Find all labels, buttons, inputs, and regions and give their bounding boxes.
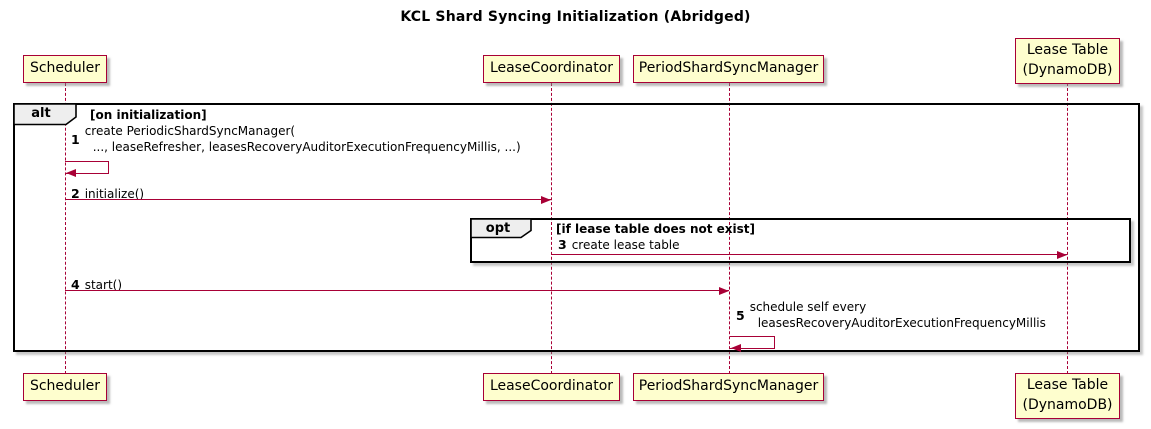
participant-lease-table-bottom: Lease Table (DynamoDB): [1015, 373, 1120, 419]
participant-label: PeriodShardSyncManager: [638, 378, 819, 395]
message-3-arrowhead: [1057, 250, 1067, 259]
message-3-number: 3: [558, 237, 567, 252]
opt-condition-label: [if lease table does not exist]: [556, 222, 756, 236]
participant-label-line1: Lease Table: [1026, 377, 1109, 394]
lifeline-scheduler: [65, 83, 66, 374]
message-2-line: [65, 199, 551, 200]
message-4-arrowhead: [719, 286, 729, 295]
message-2-label: 2 initialize(): [71, 186, 144, 201]
message-5-arrowhead: [731, 343, 741, 352]
message-2-arrowhead: [541, 195, 551, 204]
message-1-self-arrow: [65, 161, 109, 174]
message-5-text-line1: schedule self every: [749, 300, 867, 314]
participant-label: LeaseCoordinator: [489, 60, 614, 77]
message-5-self-arrow: [730, 336, 775, 349]
participant-label: LeaseCoordinator: [489, 378, 614, 395]
participant-scheduler-top: Scheduler: [23, 55, 107, 83]
participant-lease-coordinator-bottom: LeaseCoordinator: [483, 373, 620, 401]
opt-frame: opt [if lease table does not exist]: [470, 218, 1131, 263]
participant-lease-table-top: Lease Table (DynamoDB): [1015, 38, 1120, 84]
participant-label: Scheduler: [29, 378, 101, 395]
message-2-number: 2: [71, 186, 80, 201]
opt-frame-pentagon: [470, 218, 532, 239]
diagram-title: KCL Shard Syncing Initialization (Abridg…: [400, 9, 751, 25]
message-1-number: 1: [71, 132, 80, 148]
message-4-text: start(): [84, 277, 123, 292]
message-4-number: 4: [71, 277, 80, 292]
participant-label: PeriodShardSyncManager: [638, 60, 819, 77]
message-2-text: initialize(): [84, 186, 145, 201]
participant-label: Scheduler: [29, 60, 101, 77]
message-3-line: [551, 254, 1067, 255]
participant-lease-coordinator-top: LeaseCoordinator: [483, 55, 620, 83]
message-1-label: 1 create PeriodicShardSyncManager( ..., …: [71, 124, 521, 156]
participant-label-line2: (DynamoDB): [1022, 397, 1113, 413]
message-1-text-line2: ..., leaseRefresher, leasesRecoveryAudit…: [92, 139, 521, 154]
opt-operator-label: opt: [485, 221, 511, 236]
message-4-line: [65, 290, 729, 291]
alt-condition-label: [on initialization]: [90, 108, 207, 122]
participant-period-shard-sync-manager-bottom: PeriodShardSyncManager: [633, 373, 824, 401]
participant-label-line2: (DynamoDB): [1022, 62, 1113, 78]
alt-frame: alt [on initialization]: [13, 103, 1140, 352]
lifeline-lease-coordinator: [551, 83, 552, 374]
message-5-text-line2: leasesRecoveryAuditorExecutionFrequencyM…: [757, 315, 1046, 330]
participant-period-shard-sync-manager-top: PeriodShardSyncManager: [633, 55, 824, 83]
message-5-label: 5 schedule self every leasesRecoveryAudi…: [736, 300, 1046, 332]
message-1-arrowhead: [66, 168, 76, 177]
message-4-label: 4 start(): [71, 277, 122, 292]
message-5-number: 5: [736, 308, 745, 324]
alt-frame-pentagon: [13, 103, 77, 126]
lifeline-lease-table: [1067, 83, 1068, 374]
participant-label-line1: Lease Table: [1026, 42, 1109, 59]
lifeline-period-shard-sync-manager: [729, 83, 730, 374]
alt-operator-label: alt: [31, 106, 51, 121]
message-1-text-line1: create PeriodicShardSyncManager(: [84, 124, 296, 138]
message-3-label: 3 create lease table: [558, 237, 680, 252]
message-3-text: create lease table: [571, 237, 680, 252]
participant-scheduler-bottom: Scheduler: [23, 373, 107, 401]
